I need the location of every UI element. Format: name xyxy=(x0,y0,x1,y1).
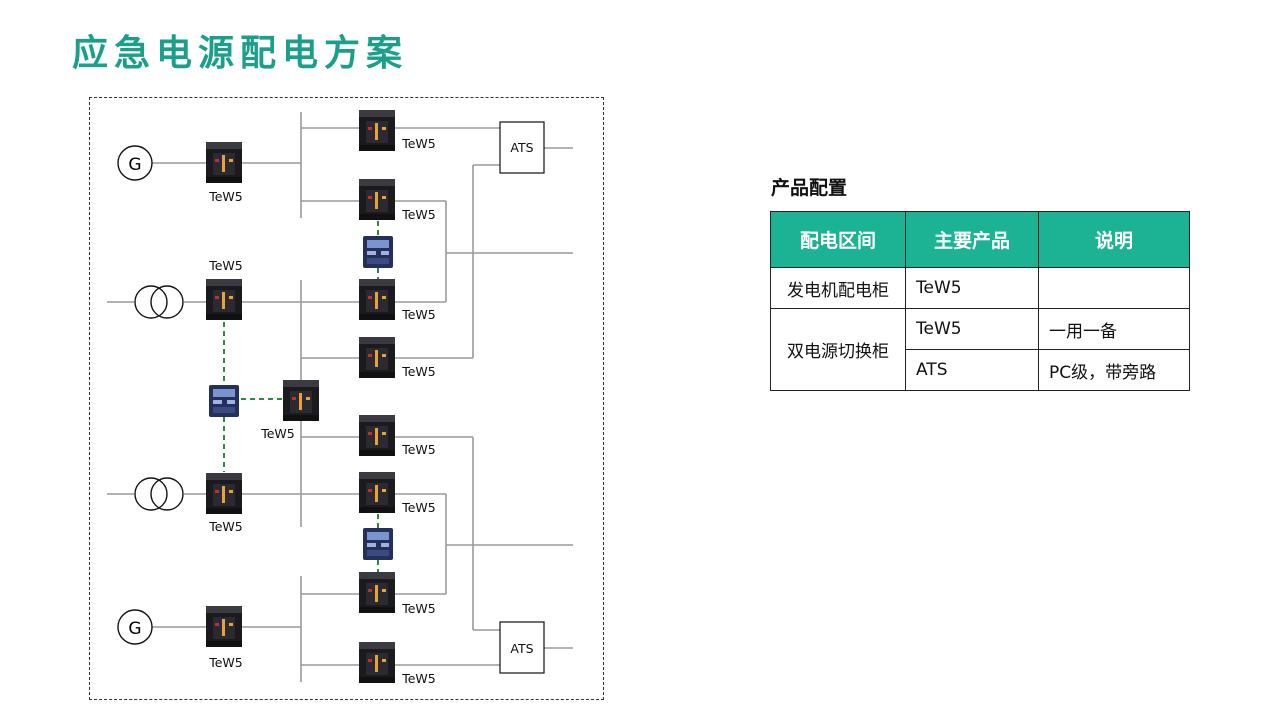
cell-product: TeW5 xyxy=(905,267,1039,309)
breaker-icon xyxy=(359,110,395,151)
transformer-symbol xyxy=(134,477,184,511)
breaker-icon xyxy=(206,279,242,320)
table-row: ATS PC级，带旁路 xyxy=(771,349,1190,391)
controller-icon xyxy=(363,236,393,268)
breaker-icon xyxy=(359,337,395,378)
breaker-label: TeW5 xyxy=(208,655,243,670)
breaker-label: TeW5 xyxy=(401,364,436,379)
wiring xyxy=(107,112,573,682)
config-table: 配电区间 主要产品 说明 发电机配电柜 TeW5 双电源切换柜 TeW5 一用一… xyxy=(770,211,1190,391)
breaker-label: TeW5 xyxy=(401,442,436,457)
header-section: 配电区间 xyxy=(770,211,906,268)
breaker-icon xyxy=(359,642,395,683)
controller-icon xyxy=(209,385,239,417)
cell-product: TeW5 xyxy=(905,308,1039,350)
breaker-label: TeW5 xyxy=(208,258,243,273)
breaker-icon xyxy=(359,415,395,456)
cell-note: 一用一备 xyxy=(1038,308,1190,350)
generator-symbol: G xyxy=(117,145,153,181)
breaker-label: TeW5 xyxy=(401,500,436,515)
breaker-icon xyxy=(359,572,395,613)
breaker-icon xyxy=(283,380,319,421)
breaker-label: TeW5 xyxy=(401,671,436,686)
breaker-icon xyxy=(206,142,242,183)
breaker-label: TeW5 xyxy=(260,426,295,441)
breaker-icon xyxy=(359,472,395,513)
table-header-row: 配电区间 主要产品 说明 xyxy=(770,211,1190,268)
cell-note xyxy=(1038,267,1190,309)
table-row: 发电机配电柜 TeW5 xyxy=(770,267,1190,309)
breaker-label: TeW5 xyxy=(401,136,436,151)
breaker-icon xyxy=(359,279,395,320)
breaker-label: TeW5 xyxy=(208,189,243,204)
transformer-symbol xyxy=(134,285,184,319)
ats-box: ATS xyxy=(499,121,545,174)
cell-section: 发电机配电柜 xyxy=(770,267,906,309)
header-note: 说明 xyxy=(1038,211,1190,268)
breaker-label: TeW5 xyxy=(401,307,436,322)
generator-label: G xyxy=(128,619,141,639)
header-product: 主要产品 xyxy=(905,211,1039,268)
cell-section: 双电源切换柜 xyxy=(770,308,906,391)
table-row: 双电源切换柜 TeW5 一用一备 xyxy=(770,308,1190,391)
interlock-links xyxy=(223,221,379,574)
ats-box: ATS xyxy=(499,621,545,674)
generator-label: G xyxy=(128,155,141,175)
cell-product: ATS xyxy=(905,349,1039,391)
ats-label: ATS xyxy=(510,140,533,155)
config-title: 产品配置 xyxy=(771,177,848,199)
breaker-icon xyxy=(206,473,242,514)
ats-label: ATS xyxy=(510,641,533,656)
breaker-label: TeW5 xyxy=(208,519,243,534)
breaker-label: TeW5 xyxy=(401,601,436,616)
cell-note: PC级，带旁路 xyxy=(1038,349,1190,391)
breaker-icon xyxy=(206,606,242,647)
generator-symbol: G xyxy=(117,609,153,645)
page-title: 应急电源配电方案 xyxy=(72,33,409,74)
diagram-frame xyxy=(89,97,604,700)
breaker-icon xyxy=(359,179,395,220)
breaker-label: TeW5 xyxy=(401,207,436,222)
controller-icon xyxy=(363,528,393,560)
